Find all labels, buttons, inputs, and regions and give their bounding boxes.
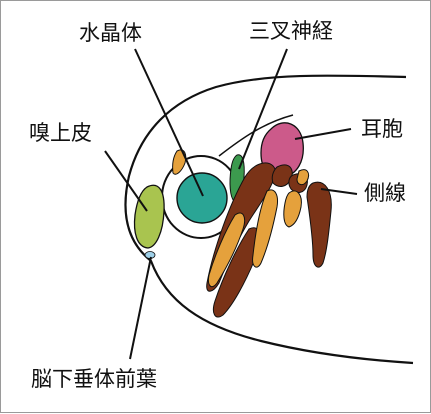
brown-arch-5 <box>307 182 331 267</box>
orange-arch-3 <box>284 191 302 227</box>
label-lens: 水晶体 <box>79 23 142 44</box>
label-olfactory: 嗅上皮 <box>29 123 92 144</box>
leader-pituitary <box>130 257 151 359</box>
leader-otic <box>295 129 351 139</box>
olfactory-epithelium <box>135 185 165 248</box>
label-trigeminal: 三叉神経 <box>249 21 333 42</box>
lens <box>177 173 227 223</box>
label-otic: 耳胞 <box>361 119 403 140</box>
label-lateral-line: 側線 <box>364 183 406 204</box>
label-pituitary: 脳下垂体前葉 <box>31 369 157 390</box>
